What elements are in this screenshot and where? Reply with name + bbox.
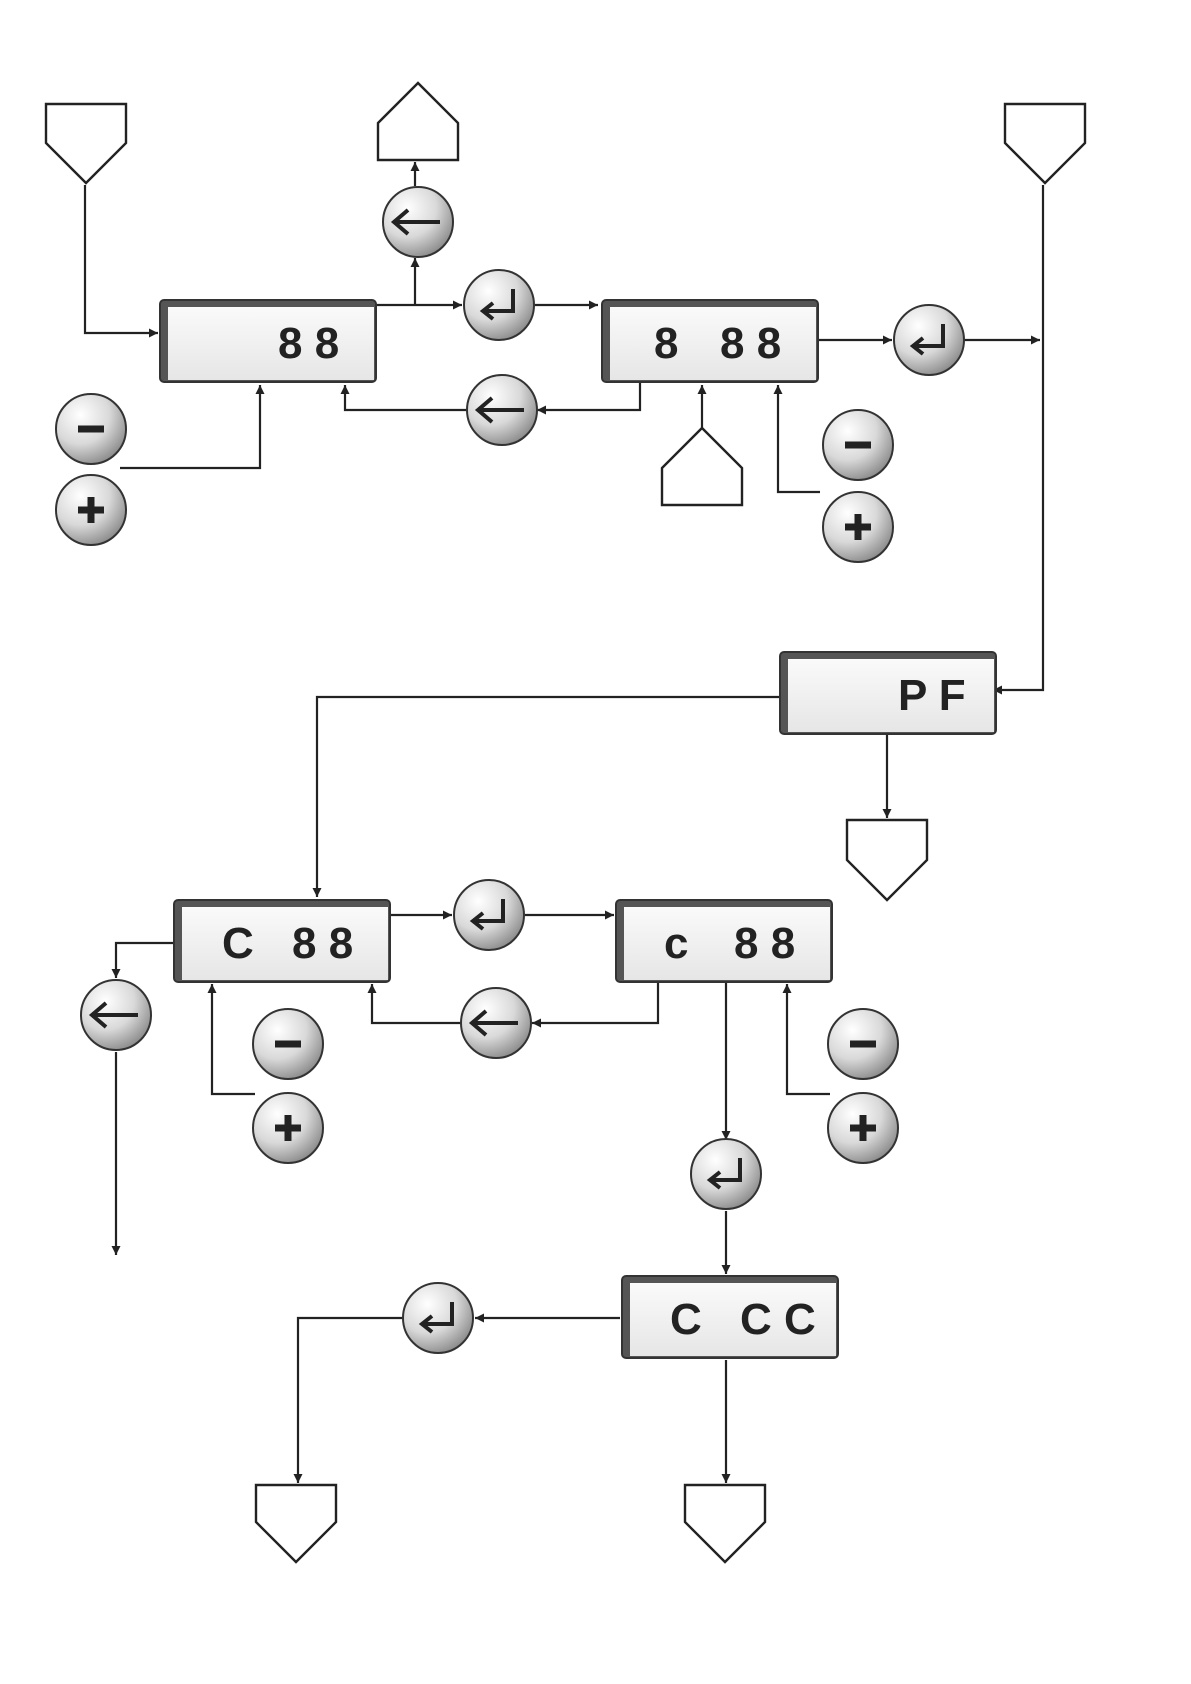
lcd-right-digits: P F: [898, 671, 966, 720]
enter-button[interactable]: [403, 1283, 473, 1353]
plus-button[interactable]: [828, 1093, 898, 1163]
lcd-right-digits: C C: [740, 1295, 816, 1344]
minus-button[interactable]: [56, 394, 126, 464]
back-arrow-button[interactable]: [81, 980, 151, 1050]
lcd-left-digits: C: [670, 1295, 702, 1344]
lcd-face: [168, 307, 374, 380]
enter-button[interactable]: [464, 270, 534, 340]
offpage-connector-down[interactable]: [256, 1485, 336, 1562]
button-body[interactable]: [403, 1283, 473, 1353]
minus-button[interactable]: [823, 410, 893, 480]
flow-line: [317, 697, 780, 897]
button-body[interactable]: [894, 305, 964, 375]
flow-line: [537, 381, 640, 410]
flow-line: [993, 185, 1043, 690]
flow-line: [787, 984, 830, 1094]
lcd-display: 8 8: [160, 300, 376, 382]
lcd-right-digits: 8 8: [734, 919, 795, 968]
flow-line: [85, 185, 158, 333]
enter-button[interactable]: [691, 1139, 761, 1209]
lcd-left-digits: c: [664, 919, 688, 968]
back-arrow-button[interactable]: [383, 187, 453, 257]
plus-button[interactable]: [823, 492, 893, 562]
back-arrow-button[interactable]: [467, 375, 537, 445]
flow-line: [212, 984, 255, 1094]
offpage-connector-down[interactable]: [847, 820, 927, 900]
lcd-right-digits: 8 8: [720, 319, 781, 368]
button-body[interactable]: [464, 270, 534, 340]
flow-line: [372, 984, 461, 1023]
flow-line: [778, 385, 820, 492]
flow-line: [120, 385, 260, 468]
flow-line: [116, 943, 174, 978]
lcd-display: 8 8 8: [602, 300, 818, 382]
flow-line: [532, 982, 658, 1023]
lcd-face: [182, 907, 388, 980]
minus-icon: [78, 426, 104, 433]
lcd-left-digits: C: [222, 919, 254, 968]
minus-button[interactable]: [828, 1009, 898, 1079]
minus-icon: [850, 1041, 876, 1048]
lcd-left-digits: 8: [654, 319, 678, 368]
lcd-display: c 8 8: [616, 900, 832, 982]
lcd-face: [610, 307, 816, 380]
offpage-connector-up[interactable]: [378, 83, 458, 160]
minus-button[interactable]: [253, 1009, 323, 1079]
plus-button[interactable]: [253, 1093, 323, 1163]
enter-button[interactable]: [894, 305, 964, 375]
plus-button[interactable]: [56, 475, 126, 545]
back-arrow-button[interactable]: [461, 988, 531, 1058]
minus-icon: [845, 442, 871, 449]
flow-line: [345, 385, 466, 410]
offpage-connector-up[interactable]: [662, 428, 742, 505]
lcd-face: [624, 907, 830, 980]
lcd-display: P F: [780, 652, 996, 734]
offpage-connector-down[interactable]: [685, 1485, 765, 1562]
lcd-display: C 8 8: [174, 900, 390, 982]
button-body[interactable]: [454, 880, 524, 950]
offpage-connector-down[interactable]: [46, 104, 126, 183]
enter-button[interactable]: [454, 880, 524, 950]
minus-icon: [275, 1041, 301, 1048]
offpage-connector-down[interactable]: [1005, 104, 1085, 183]
lcd-right-digits: 8 8: [292, 919, 353, 968]
flow-line: [298, 1318, 403, 1483]
lcd-right-digits: 8 8: [278, 319, 339, 368]
button-body[interactable]: [691, 1139, 761, 1209]
